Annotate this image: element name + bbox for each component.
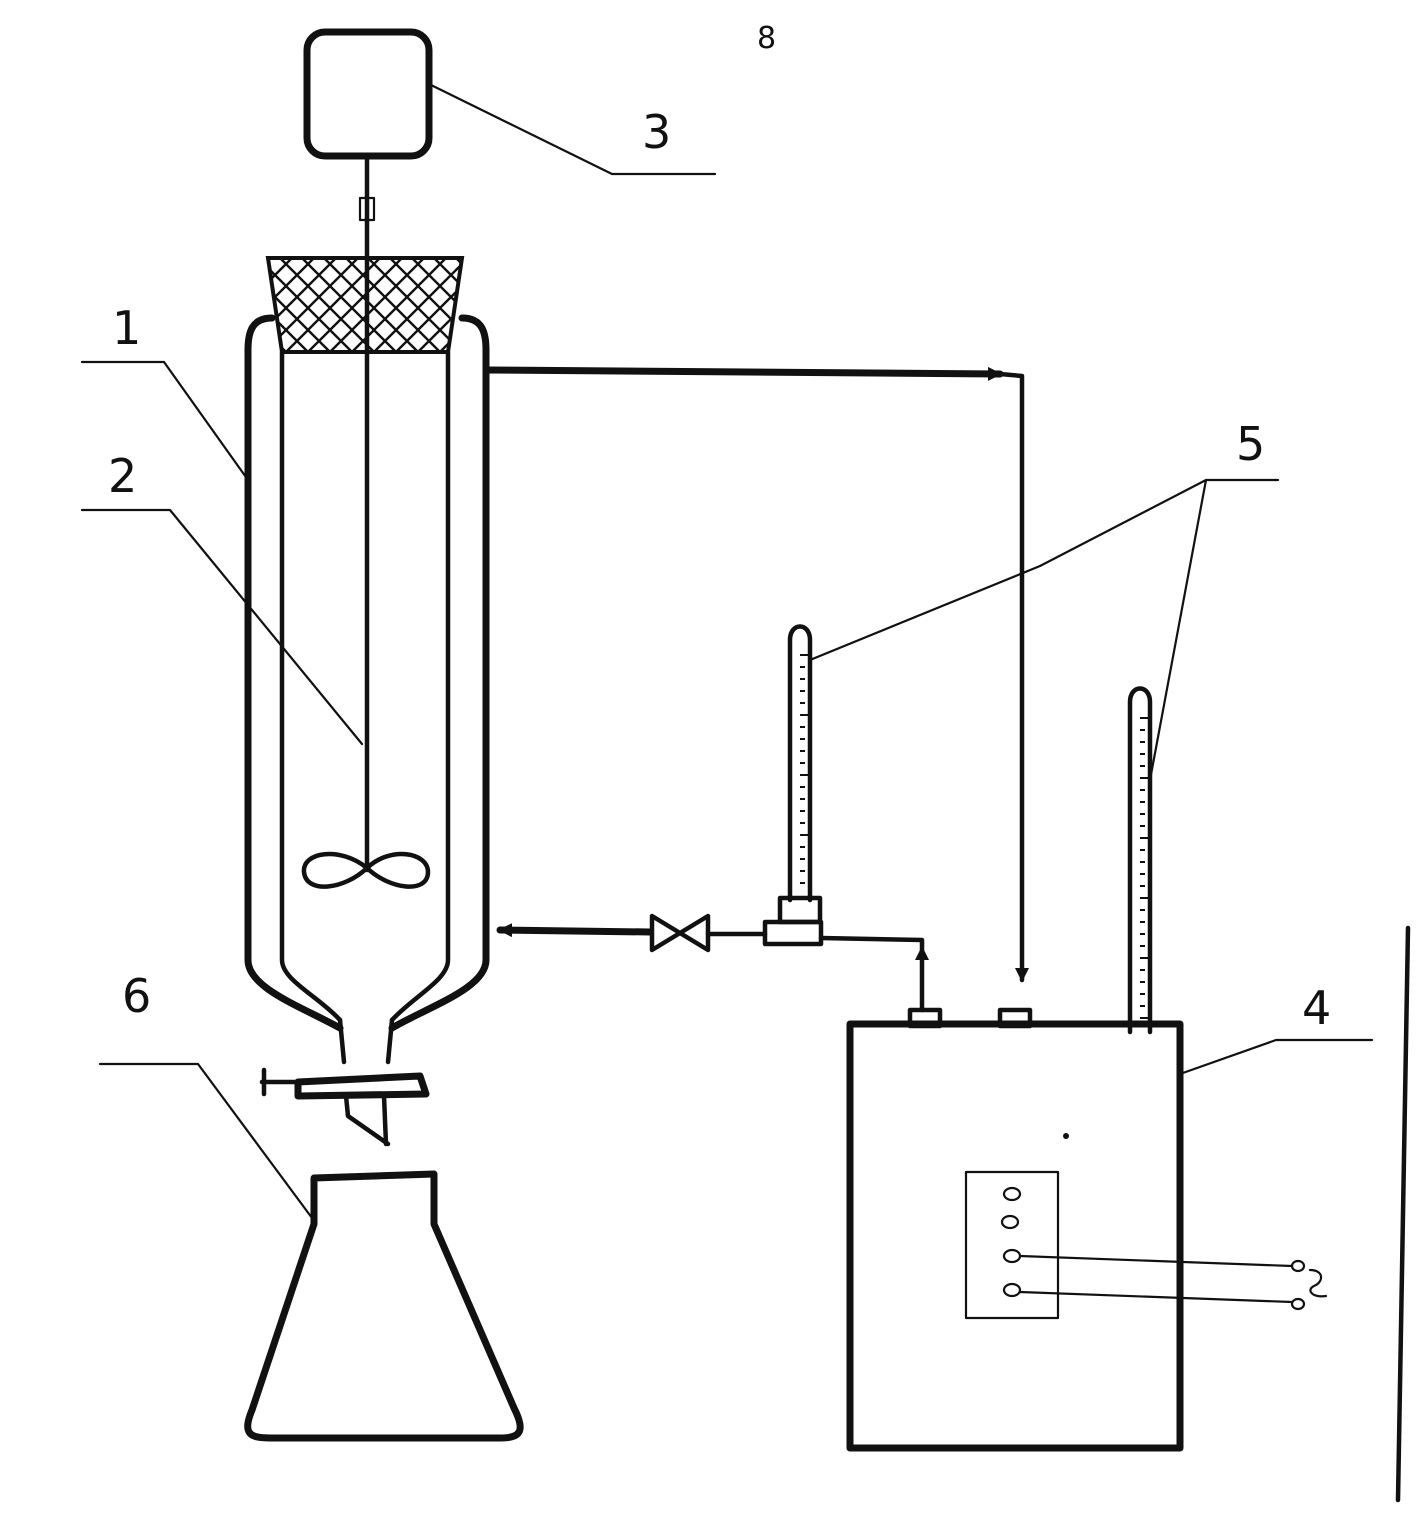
thermostat xyxy=(846,1007,1328,1452)
panel-knob-1 xyxy=(1002,1186,1022,1202)
inlet-port-right xyxy=(997,1007,1033,1029)
page-edge-line xyxy=(1395,925,1411,1503)
stopper xyxy=(265,256,465,354)
panel-terminal-1 xyxy=(1002,1248,1022,1264)
label-thermostat: 4 xyxy=(1302,981,1331,1035)
thermometer-1 xyxy=(777,624,823,925)
tee-fitting xyxy=(762,919,824,947)
jacketed-vessel xyxy=(244,314,490,1065)
outlet-port-left xyxy=(907,1007,943,1029)
label-jacket: 1 xyxy=(112,301,141,355)
label-flask: 6 xyxy=(122,969,151,1023)
impeller xyxy=(301,851,431,889)
conical-flask xyxy=(244,1170,524,1442)
motor xyxy=(303,28,433,160)
control-panel xyxy=(964,1170,1060,1320)
label-motor: 3 xyxy=(642,105,671,159)
outflow-pipe xyxy=(482,366,1029,983)
panel-terminal-2 xyxy=(1002,1282,1022,1298)
valve xyxy=(649,913,711,953)
return-pipe xyxy=(496,913,929,1013)
page-number: 8 xyxy=(757,21,776,56)
panel-knob-2 xyxy=(1000,1214,1020,1230)
leader-lines xyxy=(80,82,1374,1220)
thermometer-2 xyxy=(1127,686,1153,1035)
label-stirrer: 2 xyxy=(108,449,137,503)
label-thermometer: 5 xyxy=(1236,417,1265,471)
stopcock xyxy=(259,1067,430,1147)
